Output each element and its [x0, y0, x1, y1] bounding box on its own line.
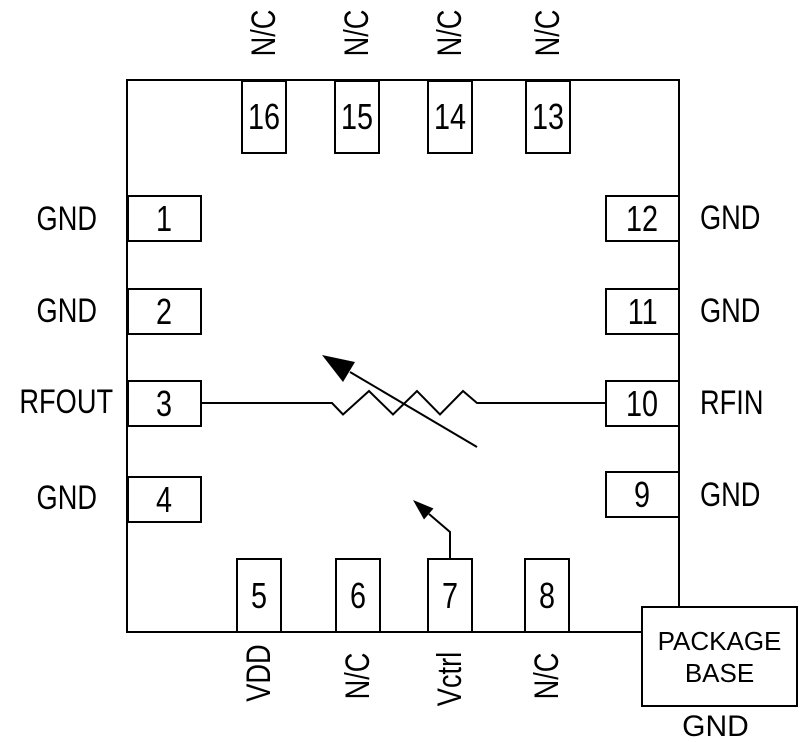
pin-15-number: 15	[340, 96, 374, 137]
pin-12-label: GND	[700, 199, 761, 237]
pin-7-number: 7	[441, 574, 459, 616]
pin-8-number: 8	[538, 574, 556, 616]
pin-9-label: GND	[700, 476, 761, 514]
pin-8-label: N/C	[528, 652, 566, 700]
pin-2-number: 2	[156, 290, 173, 332]
variable-arrow-head-icon	[322, 355, 355, 382]
pin-13-number: 13	[531, 96, 565, 137]
vctrl-arrow-head-icon	[413, 500, 434, 520]
vctrl-control-line	[428, 513, 451, 558]
pin-11: 11	[605, 288, 680, 335]
pin-1-number: 1	[156, 197, 173, 239]
pin-15: 15	[334, 80, 380, 154]
package-base-label-line1: PACKAGE	[657, 625, 782, 656]
pin-8: 8	[524, 558, 570, 633]
pin-14-label: N/C	[431, 9, 469, 57]
pin-4-number: 4	[156, 478, 173, 520]
pin-1-label: GND	[36, 200, 97, 238]
pin-4-label: GND	[36, 479, 97, 517]
pin-10-number: 10	[626, 382, 659, 424]
pin-11-label: GND	[700, 292, 761, 330]
pin-6: 6	[335, 558, 381, 633]
pin-2: 2	[127, 288, 202, 335]
pin-13-label: N/C	[529, 9, 567, 57]
pin-5-label: VDD	[240, 644, 278, 702]
pin-16: 16	[241, 80, 287, 154]
pin-14: 14	[427, 80, 473, 154]
pin-4: 4	[127, 476, 202, 523]
pin-10: 10	[605, 380, 680, 427]
pin-10-label: RFIN	[700, 384, 764, 422]
pin-3-label: RFOUT	[19, 383, 114, 421]
package-base-box: PACKAGE BASE	[641, 606, 798, 707]
pin-2-label: GND	[36, 292, 97, 330]
pin-6-number: 6	[349, 574, 367, 616]
pin-3: 3	[127, 380, 202, 427]
pin-6-label: N/C	[339, 652, 377, 700]
pin-13: 13	[525, 80, 571, 154]
pin-15-label: N/C	[338, 9, 376, 57]
pin-1: 1	[127, 195, 202, 242]
pin-7-label: Vctrl	[431, 651, 469, 707]
attenuator-group	[201, 355, 607, 558]
pin-16-number: 16	[247, 96, 281, 137]
pin-12: 12	[605, 195, 680, 242]
pin-3-number: 3	[156, 382, 173, 424]
pin-7: 7	[427, 558, 473, 633]
pin-14-number: 14	[433, 96, 467, 137]
pin-12-number: 12	[626, 197, 659, 239]
pin-9: 9	[605, 471, 680, 518]
pin-11-number: 11	[627, 290, 658, 332]
rf-signal-path-with-resistor-zigzag	[201, 389, 607, 416]
pin-5: 5	[236, 558, 282, 633]
variable-arrow-line	[349, 371, 478, 448]
pin-9-number: 9	[634, 473, 651, 515]
pin-5-number: 5	[250, 574, 268, 616]
package-base-label-line2: BASE	[684, 657, 755, 688]
package-outline	[126, 79, 680, 633]
pin-16-label: N/C	[245, 9, 283, 57]
package-base-ground-label: GND	[682, 710, 749, 742]
